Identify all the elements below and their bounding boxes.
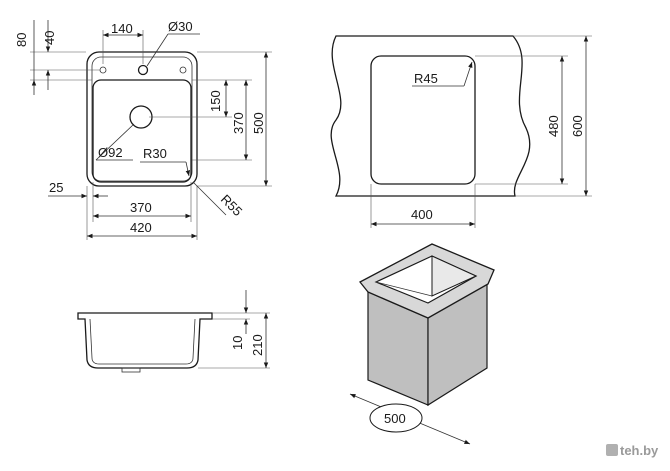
top-view: 140 Ø30 80 40 150 370 500 Ø92 R30 [14,19,272,240]
watermark-logo-icon [606,444,618,456]
dim-370v-label: 370 [231,112,246,134]
dim-80-label: 80 [14,33,29,47]
section-view: 10 210 [77,290,270,373]
dim-140-label: 140 [111,21,133,36]
mount-hole-left [99,66,107,74]
dim-600-label: 600 [570,115,585,137]
dim-150-label: 150 [208,90,223,112]
dim-r45-label: R45 [414,71,438,86]
sink-section-outline [77,312,213,369]
dim-500-bubble [369,403,423,433]
dim-210-label: 210 [250,334,265,356]
dim-r55-label: R55 [218,192,245,219]
dim-r30-label: R30 [143,146,167,161]
mixer-hole [137,64,149,76]
mount-hole-right [179,66,187,74]
dim-480-label: 480 [546,115,561,137]
dim-370h-label: 370 [130,200,152,215]
watermark-text: teh.by [620,443,659,458]
dim-400-label: 400 [411,207,433,222]
dim-40-label: 40 [42,31,57,45]
dim-500-cabinet-label: 500 [384,411,406,426]
dim-dia30-label: Ø30 [168,19,193,34]
cabinet-view: 500 [349,243,495,445]
countertop-outline [330,35,531,197]
cutout-outline [370,55,476,185]
watermark: teh.by [606,443,659,458]
dim-25-label: 25 [49,180,63,195]
sink-bowl-outline [92,79,192,183]
dim-500-label: 500 [251,112,266,134]
cutout-view: R45 480 600 400 [330,35,592,228]
sink-inner-outline [91,56,193,182]
dim-10-label: 10 [230,336,245,350]
dim-420-label: 420 [130,220,152,235]
dim-dia92-label: Ø92 [98,145,123,160]
sink-bowl-wall [431,255,478,297]
drain-outlet [121,367,141,373]
sink-outer-outline [86,51,198,187]
